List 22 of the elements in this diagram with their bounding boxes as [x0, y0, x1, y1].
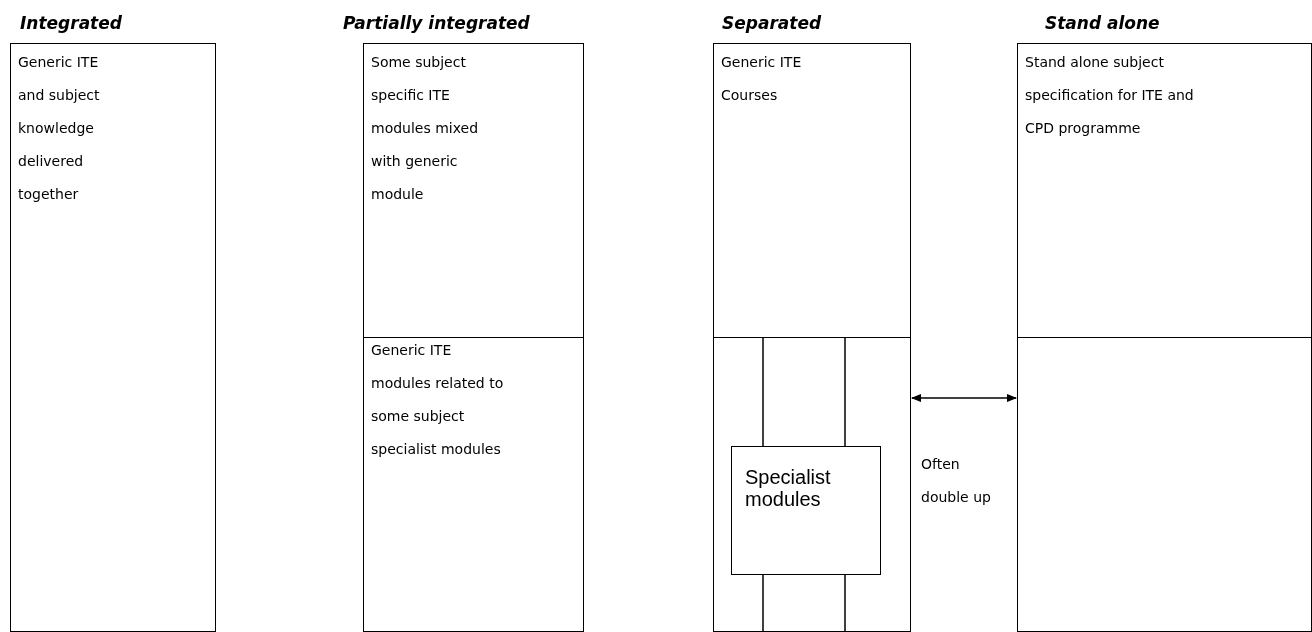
box-text: Generic ITE Courses: [721, 53, 803, 105]
text-box: [713, 43, 911, 338]
text-box: [363, 43, 584, 338]
box-text: Generic ITE and subject knowledge delivered together: [18, 53, 101, 204]
text-box: [10, 43, 216, 632]
column-heading: Stand alone: [1045, 13, 1160, 33]
box-text: Some subject specific ITE modules mixed with generic module: [371, 53, 480, 204]
column-heading: Partially integrated: [343, 13, 530, 33]
column-heading: Integrated: [20, 13, 122, 33]
text-box: [731, 446, 881, 575]
box-text: Generic ITE modules related to some subject specialist modules: [371, 341, 505, 459]
text-box: [363, 337, 584, 632]
connector-line: [844, 337, 846, 447]
connector-line: [844, 574, 846, 632]
connector-line: [762, 337, 764, 447]
box-text: Stand alone subject specification for ITE and CPD programme: [1025, 53, 1195, 138]
empty-box: [1017, 337, 1312, 632]
double-arrow: [911, 394, 1017, 402]
column-heading: Separated: [722, 13, 822, 33]
connector-line: [762, 574, 764, 632]
box-text: Specialist modules: [745, 466, 832, 510]
text-box: [1017, 43, 1312, 338]
